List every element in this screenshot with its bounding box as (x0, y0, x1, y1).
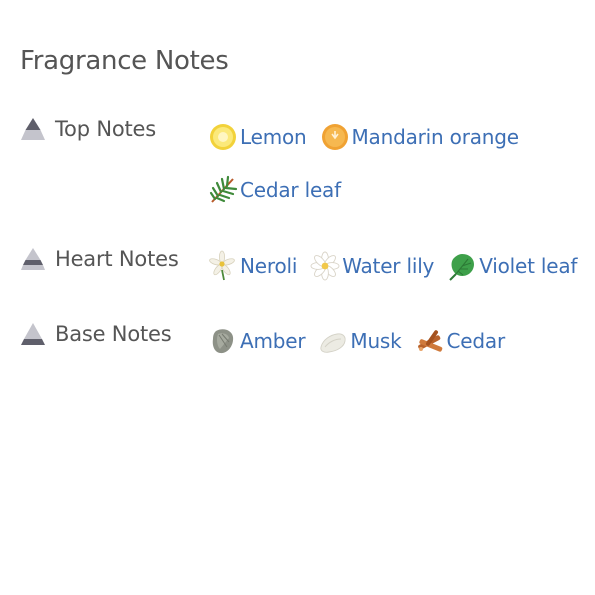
note-label: Mandarin orange (351, 125, 520, 149)
mandarin-orange-icon (321, 124, 348, 150)
category-base-notes: Base Notes (20, 322, 172, 346)
note-mandarin-orange[interactable]: Mandarin orange (319, 121, 519, 153)
note-label: Amber (240, 329, 306, 353)
category-top-notes: Top Notes (20, 117, 156, 141)
note-label: Violet leaf (479, 254, 578, 278)
category-label: Top Notes (55, 117, 156, 141)
notes-row-heart: Neroli Water lily (207, 250, 589, 282)
lemon-icon (210, 124, 236, 150)
note-violet-leaf[interactable]: Violet leaf (446, 250, 577, 282)
note-label: Musk (350, 329, 402, 353)
note-label: Cedar leaf (240, 178, 341, 202)
cedar-wood-icon (417, 330, 442, 352)
note-cedar[interactable]: Cedar (414, 325, 505, 357)
note-lemon[interactable]: Lemon (207, 121, 307, 153)
notes-row-base: Amber Musk Cedar (207, 325, 517, 357)
note-amber[interactable]: Amber (207, 325, 306, 357)
note-label: Cedar (446, 329, 506, 353)
note-label: Water lily (342, 254, 435, 278)
pyramid-top-icon (21, 118, 45, 140)
water-lily-icon (310, 251, 340, 281)
note-water-lily[interactable]: Water lily (309, 250, 434, 282)
note-neroli[interactable]: Neroli (207, 250, 297, 282)
category-label: Heart Notes (55, 247, 179, 271)
note-musk[interactable]: Musk (317, 325, 402, 357)
cedar-leaf-icon (209, 175, 238, 203)
pyramid-base-icon (21, 323, 45, 345)
notes-row-top: Lemon Mandarin orange (207, 121, 531, 153)
note-label: Neroli (240, 254, 298, 278)
violet-leaf-icon (449, 254, 475, 281)
category-heart-notes: Heart Notes (20, 247, 179, 271)
notes-row-top-2: Cedar leaf (207, 174, 353, 206)
section-title: Fragrance Notes (20, 46, 229, 76)
note-label: Lemon (240, 125, 307, 149)
note-cedar-leaf[interactable]: Cedar leaf (207, 174, 341, 206)
neroli-flower-icon (209, 250, 235, 281)
musk-icon (320, 333, 346, 353)
pyramid-heart-icon (21, 248, 45, 270)
amber-icon (212, 329, 234, 354)
category-label: Base Notes (55, 322, 172, 346)
